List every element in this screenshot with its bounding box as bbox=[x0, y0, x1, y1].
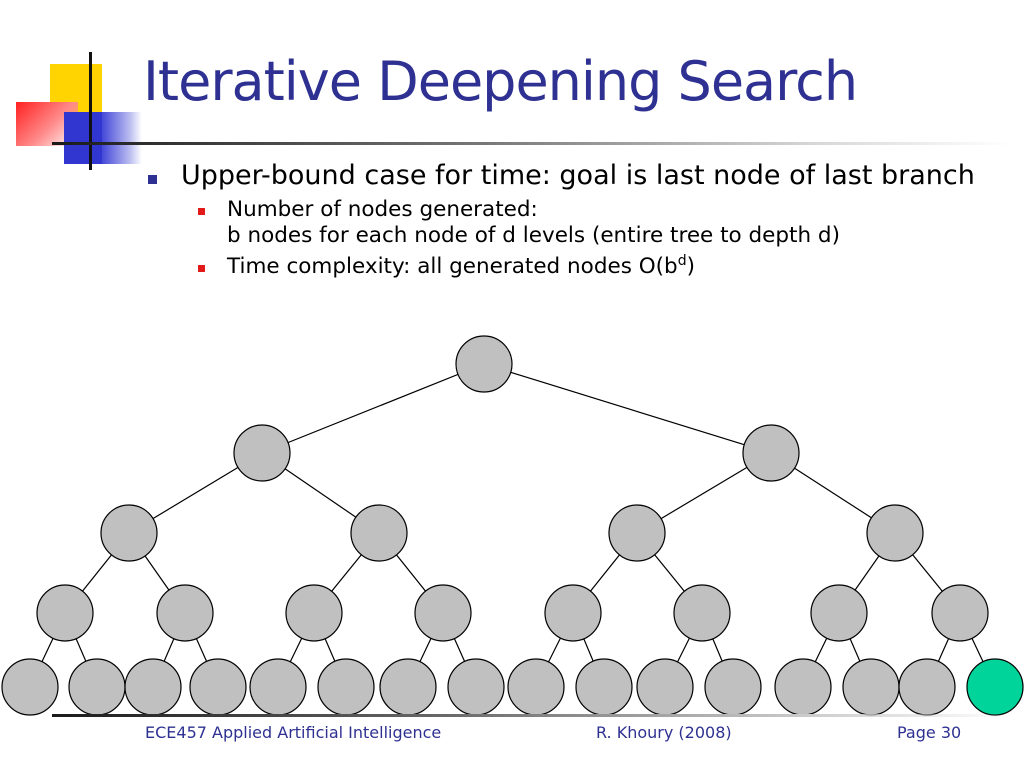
tree-node bbox=[866, 504, 924, 562]
tree-node bbox=[704, 658, 762, 716]
tree-node bbox=[608, 504, 666, 562]
tree-node bbox=[68, 658, 126, 716]
sub-bullet-nodes-line2: b nodes for each node of d levels (entir… bbox=[227, 223, 840, 248]
sub-bullet-nodes: Number of nodes generated: b nodes for e… bbox=[198, 197, 978, 249]
tree-node bbox=[507, 658, 565, 716]
tree-node bbox=[447, 658, 505, 716]
sub-bullet-list: Number of nodes generated: b nodes for e… bbox=[148, 197, 978, 280]
tree-node bbox=[414, 584, 472, 642]
main-bullet-text: Upper-bound case for time: goal is last … bbox=[181, 160, 975, 191]
tree-node bbox=[379, 658, 437, 716]
tree-node bbox=[350, 504, 408, 562]
main-bullet: Upper-bound case for time: goal is last … bbox=[148, 160, 978, 192]
time-text: Time complexity: all generated nodes O(b bbox=[227, 254, 678, 279]
tree-node bbox=[233, 424, 291, 482]
sub-bullet-time: Time complexity: all generated nodes O(b… bbox=[198, 254, 978, 280]
tree-node bbox=[898, 658, 956, 716]
sub-bullet-time-text: Time complexity: all generated nodes O(b… bbox=[227, 254, 978, 280]
tree-node bbox=[1, 658, 59, 716]
tree-node bbox=[36, 584, 94, 642]
tree-goal-node bbox=[966, 658, 1024, 716]
footer-page-number: Page 30 bbox=[897, 723, 962, 742]
tree-node bbox=[774, 658, 832, 716]
time-close: ) bbox=[686, 254, 695, 279]
tree-node bbox=[931, 584, 989, 642]
tree-node bbox=[156, 584, 214, 642]
tree-node bbox=[636, 658, 694, 716]
logo-blue-gradient bbox=[100, 112, 142, 164]
logo-vertical-bar bbox=[89, 52, 92, 170]
footer-line bbox=[52, 714, 1012, 717]
tree-node bbox=[742, 424, 800, 482]
footer-author: R. Khoury (2008) bbox=[596, 723, 732, 742]
tree-node bbox=[810, 584, 868, 642]
tree-edge bbox=[483, 363, 772, 454]
tree-node bbox=[285, 584, 343, 642]
tree-node bbox=[124, 658, 182, 716]
tree-node bbox=[249, 658, 307, 716]
tree-node bbox=[317, 658, 375, 716]
tree-node bbox=[544, 584, 602, 642]
tree-node bbox=[673, 584, 731, 642]
time-superscript: d bbox=[677, 252, 687, 269]
sub-bullet-nodes-line1: Number of nodes generated: bbox=[227, 197, 538, 222]
title-underline bbox=[52, 142, 1012, 145]
slide-content: Upper-bound case for time: goal is last … bbox=[148, 160, 978, 280]
slide-logo bbox=[0, 0, 150, 180]
logo-blue-square bbox=[64, 112, 102, 164]
tree-node bbox=[842, 658, 900, 716]
tree-edge bbox=[261, 363, 485, 454]
tree-node bbox=[455, 335, 513, 393]
tree-nodes bbox=[1, 335, 1024, 716]
tree-node bbox=[189, 658, 247, 716]
slide-title: Iterative Deepening Search bbox=[143, 50, 858, 113]
footer-course: ECE457 Applied Artificial Intelligence bbox=[145, 723, 442, 742]
tree-node bbox=[575, 658, 633, 716]
tree-node bbox=[100, 504, 158, 562]
